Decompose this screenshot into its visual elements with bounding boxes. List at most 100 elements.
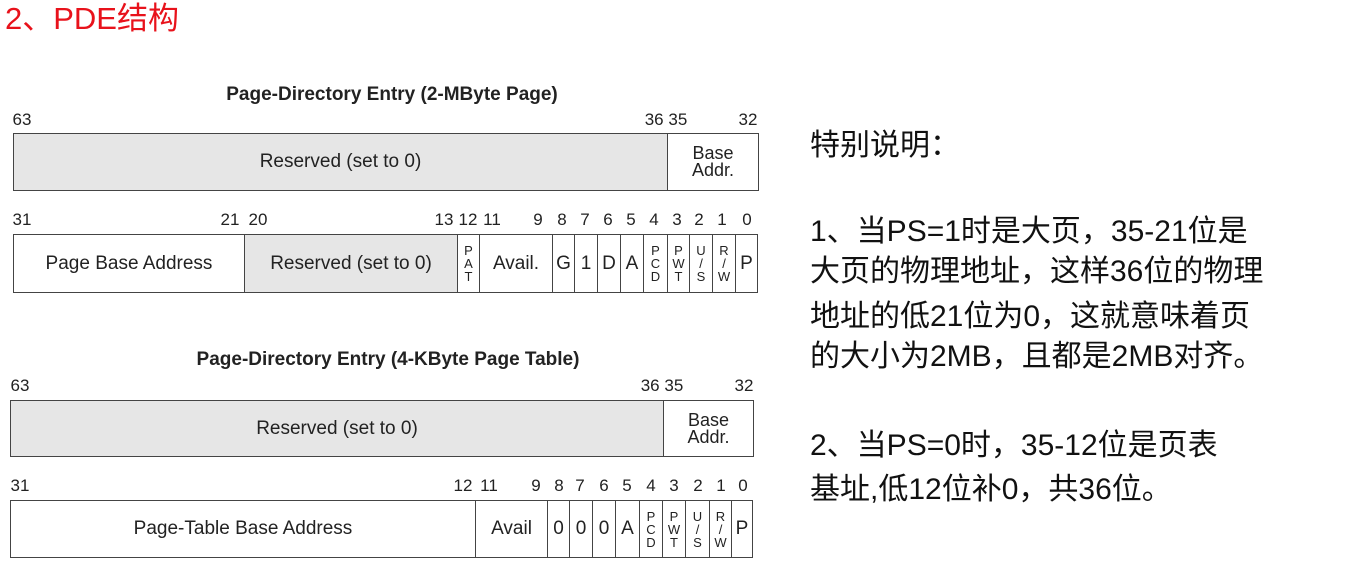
lower-field: G (552, 234, 574, 293)
note-2-line-1: 2、当PS=0时，35-12位是页表 (810, 429, 1218, 462)
bit-label: 2 (693, 476, 703, 495)
field-label: S (696, 269, 706, 284)
bit-label: 8 (557, 210, 567, 229)
field-label: C (646, 521, 656, 537)
bit-label: 11 (483, 210, 501, 229)
lower-field: U/S (685, 500, 709, 558)
field-label: Base (687, 409, 730, 430)
bit-label: 12 (453, 476, 473, 495)
field-label: P (646, 508, 656, 524)
bit-label: 6 (603, 210, 613, 229)
bit-label: 2 (694, 210, 704, 229)
field-label: / (722, 256, 726, 271)
lower-field: P (735, 234, 758, 293)
bit-label: 63 (12, 110, 32, 129)
lower-field: U/S (689, 234, 712, 293)
bit-label: 31 (12, 210, 32, 229)
lower-field: 0 (569, 500, 592, 558)
bit-label: 6 (599, 476, 609, 495)
bit-label: 3 (672, 210, 682, 229)
field-label: D (650, 269, 661, 284)
bit-label: 3 (669, 476, 679, 495)
bit-label: 9 (531, 476, 541, 495)
bit-label: 8 (554, 476, 564, 495)
lower-field: 0 (547, 500, 569, 558)
bit-label: 0 (738, 476, 748, 495)
field-label: W (714, 534, 727, 550)
bit-label: 31 (10, 476, 30, 495)
field-label: A (464, 256, 473, 271)
section-heading: 2、PDE结构 (5, 1, 179, 36)
bit-label: 9 (533, 210, 543, 229)
lower-field: P (731, 500, 753, 558)
lower-field: D (597, 234, 620, 293)
diagram-title: Page-Directory Entry (2-MByte Page) (226, 84, 558, 105)
bit-label: 0 (742, 210, 752, 229)
diagram-title: Page-Directory Entry (4-KByte Page Table… (196, 349, 580, 370)
field-label: D (646, 534, 656, 550)
bit-label: 36 35 (640, 376, 684, 395)
lower-field: R/W (709, 500, 731, 558)
lower-field: Avail (475, 500, 547, 558)
bit-label: 12 (458, 210, 478, 229)
field-label: T (674, 269, 683, 284)
field-label: P (651, 243, 660, 258)
field-label: / (718, 521, 723, 537)
note-1-line-4: 的大小为2MB，且都是2MB对齐。 (810, 340, 1264, 373)
field-label: S (693, 534, 702, 550)
lower-field: Page-Table Base Address (10, 500, 475, 558)
bit-label: 32 (738, 110, 758, 129)
field-label: P (674, 243, 683, 258)
bit-label: 7 (575, 476, 585, 495)
field-label: / (699, 256, 703, 271)
bit-label: 7 (580, 210, 590, 229)
lower-field: 0 (592, 500, 615, 558)
note-1-line-1: 1、当PS=1时是大页，35-21位是 (810, 215, 1248, 248)
note-1-line-3: 地址的低21位为0，这就意味着页 (810, 300, 1251, 333)
bit-label: 1 (717, 210, 727, 229)
lower-field: 1 (574, 234, 597, 293)
field-label: T (670, 534, 678, 550)
field-label: R (719, 243, 729, 258)
bit-label: 36 35 (644, 110, 688, 129)
field-label: W (717, 269, 731, 284)
lower-field: Reserved (set to 0) (244, 234, 457, 293)
field-label: C (650, 256, 661, 271)
bit-label: 5 (622, 476, 632, 495)
field-label: P (464, 243, 473, 258)
bit-label: 1 (716, 476, 726, 495)
lower-field: Page Base Address (13, 234, 244, 293)
field-label: U (696, 243, 706, 258)
lower-field: A (620, 234, 643, 293)
bit-label: 4 (646, 476, 656, 495)
field-label: Addr. (687, 426, 730, 447)
field-label: Base (692, 143, 734, 163)
field-label: Addr. (691, 160, 735, 180)
bit-label: 32 (734, 376, 754, 395)
upper-field: Reserved (set to 0) (13, 133, 667, 191)
notes-title: 特别说明： (810, 129, 960, 162)
upper-field: Reserved (set to 0) (10, 400, 663, 457)
bit-label: 4 (649, 210, 659, 229)
field-label: T (464, 269, 473, 284)
field-label: P (669, 508, 679, 524)
lower-field: A (615, 500, 639, 558)
bit-label: 21 (220, 210, 240, 229)
bit-label: 20 (248, 210, 268, 229)
field-label: W (672, 256, 685, 271)
bit-label: 11 (480, 476, 498, 495)
field-label: W (667, 521, 681, 537)
note-1-line-2: 大页的物理地址，这样36位的物理 (810, 255, 1264, 288)
note-2-line-2: 基址,低12位补0，共36位。 (810, 473, 1172, 506)
field-label: / (695, 521, 700, 537)
lower-field: R/W (712, 234, 735, 293)
bit-label: 63 (10, 376, 30, 395)
field-label: R (715, 508, 726, 524)
